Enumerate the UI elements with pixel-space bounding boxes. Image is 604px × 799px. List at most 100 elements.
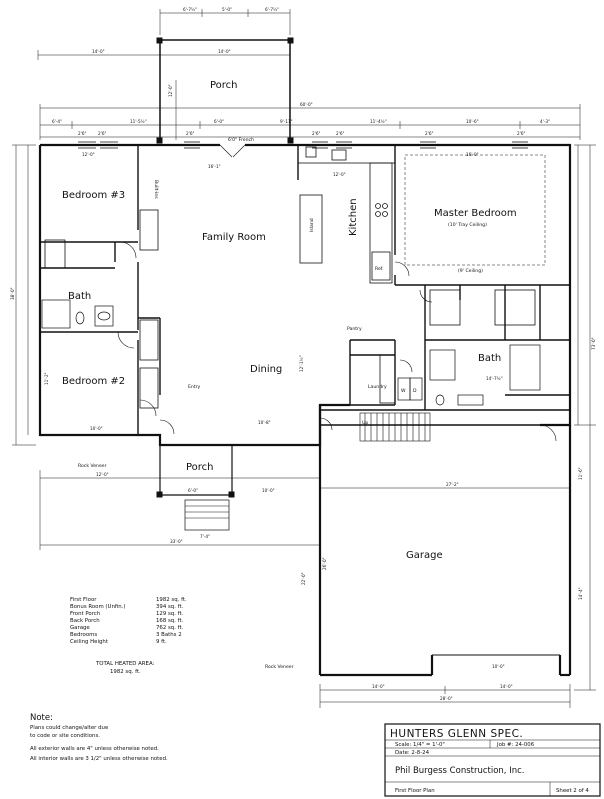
- dim-master-w: 16'-0": [466, 152, 479, 157]
- dim-seg5: 11'-4½": [370, 119, 387, 124]
- right-dimensions: [574, 144, 596, 691]
- front-dimensions: [39, 470, 571, 708]
- area-row-value: 129 sq. ft.: [156, 611, 184, 617]
- dim-win4: 2'6": [312, 131, 320, 136]
- dim-front-a: 14'-0": [372, 684, 385, 689]
- area-row-label: Garage: [70, 625, 90, 631]
- washer-label: W: [401, 388, 406, 394]
- front-porch-label: Porch: [186, 462, 214, 473]
- island-label: Island: [309, 218, 315, 232]
- builtins-label: Built-ins: [153, 180, 159, 199]
- dim-top-a: 6'-7½": [183, 7, 197, 12]
- total-heated-value: 1982 sq. ft.: [110, 669, 141, 675]
- dim-porch-depth: 12'-0": [168, 84, 173, 97]
- top-dimensions: [37, 9, 581, 140]
- dim-win7: 2'6": [517, 131, 525, 136]
- dim-dining-d: 12'-1½": [299, 355, 304, 372]
- dim-garage-door: 10'-0": [492, 664, 505, 669]
- notes-line1: Plans could change/alter due: [30, 725, 109, 731]
- dim-porch-left: 14'-0": [92, 49, 105, 54]
- tray-ceiling-outline: [404, 154, 546, 266]
- dim-front-overall: 33'-0": [170, 539, 183, 544]
- dim-front-left: 12'-0": [96, 472, 109, 477]
- area-table: First Floor 1982 sq. ft. Bonus Room (Unf…: [70, 597, 187, 645]
- title-sheet-title: First Floor Plan: [395, 788, 435, 794]
- dim-seg1: 6'-4": [52, 119, 62, 124]
- bedroom3-label: Bedroom #3: [62, 190, 125, 201]
- dryer-label: D: [413, 388, 417, 394]
- dim-garage-side-r: 14'-4": [578, 587, 583, 600]
- bedroom2-label: Bedroom #2: [62, 376, 125, 387]
- notes-line2: to code or site conditions.: [30, 733, 100, 739]
- area-row-value: 762 sq. ft.: [156, 625, 184, 631]
- garage-label: Garage: [406, 550, 443, 561]
- closets: [44, 209, 536, 409]
- title-sheet-no: Sheet 2 of 4: [556, 788, 589, 794]
- dim-seg3: 6'-0": [214, 119, 224, 124]
- fixtures: [41, 299, 541, 406]
- dim-kitchen-w: 12'-0": [333, 172, 346, 177]
- nine-ceiling-label: (9' Ceiling): [458, 268, 483, 274]
- area-row-value: 394 sq. ft.: [156, 604, 184, 610]
- area-row-value: 1982 sq. ft.: [156, 597, 187, 603]
- dining-label: Dining: [250, 364, 282, 375]
- dim-porch-front-w: 6'-0": [188, 488, 198, 493]
- title-date: Date: 2-8-24: [395, 750, 430, 756]
- area-row-label: Bonus Room (Unfin.): [70, 604, 126, 610]
- area-row-value: 3 Baths 2: [156, 632, 182, 638]
- ref-label: Ref.: [375, 266, 384, 272]
- dim-garage-w: 27'-2": [446, 482, 459, 487]
- windows: [78, 141, 528, 149]
- notes-line3: All exterior walls are 4" unless otherwi…: [30, 746, 159, 752]
- bath-master-label: Bath: [478, 353, 501, 364]
- master-bedroom-label: Master Bedroom: [434, 208, 517, 219]
- dim-win6: 2'6": [425, 131, 433, 136]
- dim-bed2-d: 11'-2": [44, 372, 49, 385]
- dim-garage-side: 22'-0": [301, 572, 306, 585]
- area-row-value: 9 ft.: [156, 639, 167, 645]
- front-porch: [156, 445, 235, 531]
- entry-label: Entry: [188, 384, 201, 390]
- dim-family-w: 16'-1": [208, 164, 221, 169]
- dim-side-r2: 11'-6": [578, 467, 583, 480]
- dim-win1: 2'6": [78, 131, 86, 136]
- dim-porch-front-r: 10'-0": [262, 488, 275, 493]
- dim-bed2-w: 10'-0": [90, 426, 103, 431]
- dim-right-total: 73'-0": [591, 337, 596, 350]
- area-row-label: Back Porch: [70, 618, 100, 624]
- dim-win3: 2'6": [186, 131, 194, 136]
- dim-win2: 2'6": [98, 131, 106, 136]
- dim-bath-d: 14'-7½": [486, 376, 503, 381]
- dim-overall: 60'-0": [300, 102, 313, 107]
- dim-entry-d: 10'-8": [258, 420, 271, 425]
- title-company: Phil Burgess Construction, Inc.: [395, 766, 524, 776]
- stair-up-label: Up: [362, 420, 368, 426]
- dim-front-total: 28'-0": [440, 696, 453, 701]
- rear-porch-label: Porch: [210, 80, 238, 91]
- title-job: Job #: 24-006: [496, 742, 535, 748]
- laundry-label: Laundry: [368, 384, 387, 390]
- dim-seg6: 10'-6": [466, 119, 479, 124]
- family-room-label: Family Room: [202, 232, 266, 243]
- dim-garage-depth: 26'-0": [322, 557, 327, 570]
- area-row-label: First Floor: [70, 597, 97, 603]
- dim-front-b: 14'-0": [500, 684, 513, 689]
- dim-top-b: 5'-0": [222, 7, 232, 12]
- bath-left-label: Bath: [68, 291, 91, 302]
- title-project: HUNTERS GLENN SPEC.: [390, 728, 523, 740]
- dim-bed3-w: 12'-0": [82, 152, 95, 157]
- dim-win5: 2'6": [336, 131, 344, 136]
- dim-seg7: 4'-3": [540, 119, 550, 124]
- left-dimensions: [12, 144, 36, 446]
- interior-walls: [40, 145, 570, 435]
- total-heated-label: TOTAL HEATED AREA:: [95, 661, 155, 667]
- area-row-label: Ceiling Height: [70, 639, 108, 645]
- doors: [117, 144, 557, 442]
- dim-left-total: 38'-0": [10, 287, 15, 300]
- area-row-value: 168 sq. ft.: [156, 618, 184, 624]
- kitchen-counters: [297, 144, 396, 284]
- dim-porch-width: 14'-0": [218, 49, 231, 54]
- area-row-label: Front Porch: [70, 611, 100, 617]
- dim-seg4: 9'-11": [280, 119, 293, 124]
